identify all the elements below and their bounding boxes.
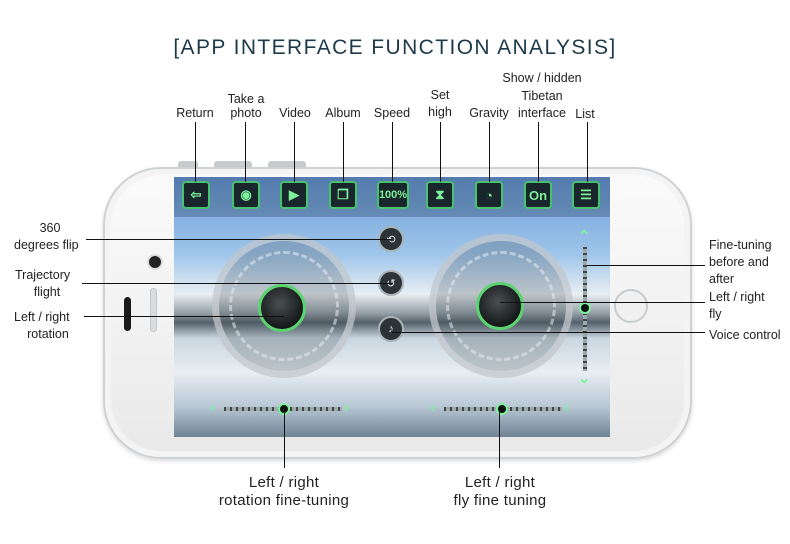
phone-button [178,161,198,169]
take-photo-button[interactable]: ◉ [232,181,260,209]
label-rotation-ft-line1: Left / right [248,474,320,491]
chevron-right-icon[interactable]: › [564,399,569,416]
right-joystick[interactable] [476,282,524,330]
label-finetune-line3: after [709,272,735,286]
return-icon: ⇦ [190,187,202,202]
label-album: Album [325,106,361,120]
left-joystick-inner-ring [229,251,339,361]
leader-line [587,265,705,266]
leader-line [86,239,392,240]
leader-line [489,122,490,182]
front-camera [147,254,163,270]
list-button[interactable]: ☰ [572,181,600,209]
label-gravity: Gravity [469,106,509,120]
album-button[interactable]: ❐ [329,181,357,209]
leader-line [538,122,539,182]
label-list: List [575,107,595,121]
leader-line [392,122,393,182]
video-icon: ▶ [289,187,299,202]
leader-line [587,122,588,182]
label-trajectory-line1: Trajectory [15,268,71,282]
label-flip-line1: 360 [39,221,61,235]
camera-icon: ◉ [240,187,252,202]
list-icon: ☰ [580,187,592,202]
label-fly-line1: Left / right [709,290,765,304]
gravity-icon: ◔ [485,187,493,203]
video-button[interactable]: ▶ [280,181,308,209]
chevron-left-icon[interactable]: ‹ [430,399,435,416]
label-set-high-line2: high [428,105,452,119]
interface-toggle-button[interactable]: On [524,181,552,209]
label-take-photo-line2: photo [230,106,262,120]
fly-trim-knob[interactable] [496,403,508,415]
microphone-icon: ♪ [388,323,394,335]
set-high-button[interactable]: ⧗ [426,181,454,209]
voice-button[interactable]: ♪ [378,316,404,342]
phone-button [214,161,252,169]
label-finetune-line1: Fine-tuning [709,238,772,252]
label-trajectory-line2: flight [33,285,61,299]
leader-line [245,122,246,182]
chevron-down-icon[interactable]: ⌄ [578,370,591,387]
phone-button [268,161,306,169]
leader-line [284,408,285,468]
app-screen: ⇦ ◉ ▶ ❐ 100% ⧗ ◔ On ☰ ⟲ ↺ ♪ ⌃ ⌄ ‹ › ‹ › [174,177,610,437]
leader-line [499,408,500,468]
album-icon: ❐ [337,187,349,202]
label-tibetan-line3: interface [518,106,566,120]
return-button[interactable]: ⇦ [182,181,210,209]
vertical-trim-knob[interactable] [579,302,591,314]
label-finetune-line2: before and [709,255,769,269]
label-video: Video [279,106,311,120]
label-rotation-line2: rotation [27,327,69,341]
speed-button[interactable]: 100% [377,181,409,209]
gravity-button[interactable]: ◔ [475,181,503,209]
left-joystick[interactable] [258,284,306,332]
leader-line [82,283,392,284]
speaker-grille [124,297,131,331]
label-tibetan-line2: Tibetan [521,89,563,103]
label-rotation-ft-line2: rotation fine-tuning [218,492,350,509]
leader-line [500,302,705,303]
label-set-high-line1: Set [430,88,450,102]
label-speed: Speed [373,106,411,120]
label-flip-line2: degrees flip [14,238,79,252]
leader-line [392,332,705,333]
leader-line [84,316,284,317]
hourglass-icon: ⧗ [435,187,445,202]
chevron-right-icon[interactable]: › [344,399,349,416]
leader-line [440,122,441,182]
label-voice-control: Voice control [709,328,781,342]
label-fly-line2: fly [709,307,722,321]
phone-seam [150,288,157,332]
right-joystick-inner-ring [446,251,556,361]
leader-line [195,122,196,182]
label-fly-ft-line2: fly fine tuning [453,492,547,509]
label-fly-ft-line1: Left / right [464,474,536,491]
chevron-up-icon[interactable]: ⌃ [578,228,591,245]
leader-line [343,122,344,182]
label-tibetan-line1: Show / hidden [502,71,582,85]
home-button[interactable] [614,289,648,323]
leader-line [294,122,295,182]
label-return: Return [176,106,214,120]
chevron-left-icon[interactable]: ‹ [210,399,215,416]
diagram-title: [APP INTERFACE FUNCTION ANALYSIS] [173,36,617,59]
label-take-photo-line1: Take a [227,92,265,106]
label-rotation-line1: Left / right [14,310,70,324]
